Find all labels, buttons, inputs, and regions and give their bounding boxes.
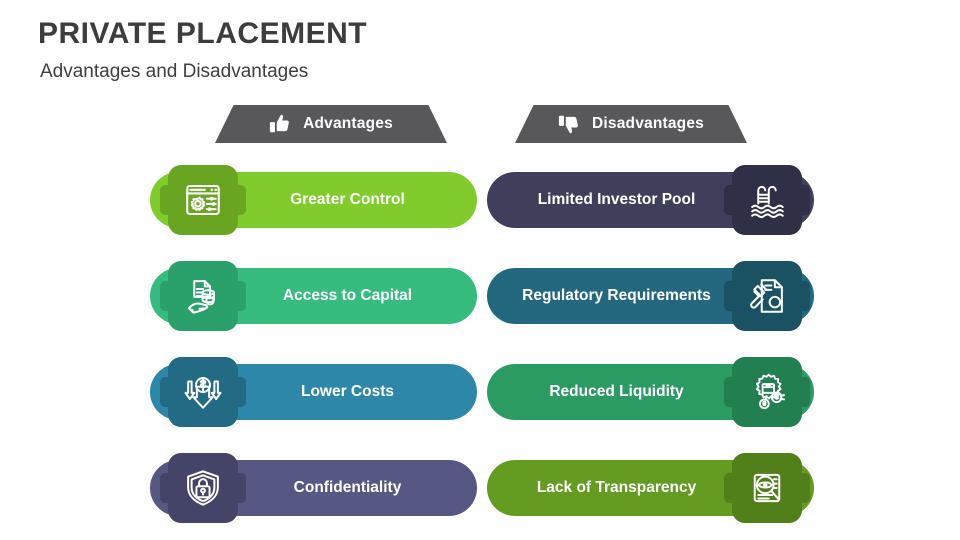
column-header-advantages: Advantages	[215, 105, 447, 143]
advantage-badge	[160, 261, 246, 331]
list-item[interactable]: Lack of Transparency	[480, 448, 900, 526]
column-header-label: Disadvantages	[591, 115, 704, 132]
advantage-badge	[160, 165, 246, 235]
disadvantage-badge	[724, 261, 810, 331]
list-item[interactable]: Confidentiality	[150, 448, 570, 526]
list-item[interactable]: Regulatory Requirements	[480, 256, 900, 334]
swimming-pool-icon	[732, 165, 802, 235]
eye-magnifier-icon	[732, 453, 802, 523]
control-panel-icon	[168, 165, 238, 235]
advantage-label: Lower Costs	[300, 383, 394, 400]
page-title: PRIVATE PLACEMENT	[38, 17, 368, 50]
advantage-badge	[160, 357, 246, 427]
shield-lock-icon	[168, 453, 238, 523]
disadvantage-label: Reduced Liquidity	[549, 383, 684, 400]
advantage-badge	[160, 453, 246, 523]
disadvantage-label: Regulatory Requirements	[522, 287, 711, 304]
disadvantage-badge	[724, 357, 810, 427]
list-item[interactable]: Lower Costs	[150, 352, 570, 430]
disadvantage-badge	[724, 165, 810, 235]
disadvantage-label: Lack of Transparency	[536, 479, 697, 496]
column-header-disadvantages: Disadvantages	[515, 105, 747, 143]
advantage-label: Access to Capital	[282, 287, 413, 304]
cost-down-icon	[168, 357, 238, 427]
list-item[interactable]: Reduced Liquidity	[480, 352, 900, 430]
hand-money-icon	[168, 261, 238, 331]
gavel-document-icon	[732, 261, 802, 331]
advantage-label: Confidentiality	[293, 479, 402, 496]
gear-money-icon	[732, 357, 802, 427]
list-item[interactable]: Access to Capital	[150, 256, 570, 334]
thumbs-down-icon	[558, 113, 580, 135]
page-subtitle: Advantages and Disadvantages	[40, 61, 309, 82]
disadvantage-badge	[724, 453, 810, 523]
disadvantage-label: Limited Investor Pool	[537, 191, 696, 208]
list-item[interactable]: Limited Investor Pool	[480, 160, 900, 238]
column-header-label: Advantages	[303, 115, 393, 132]
thumbs-up-icon	[269, 113, 291, 135]
advantage-label: Greater Control	[290, 191, 405, 208]
list-item[interactable]: Greater Control	[150, 160, 570, 238]
